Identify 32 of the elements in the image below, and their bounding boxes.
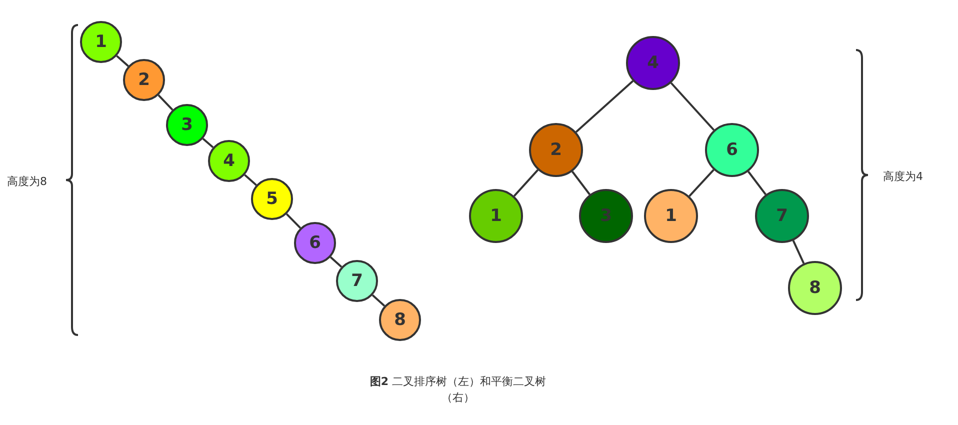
connector-line <box>670 82 715 131</box>
height-label: 高度为8 <box>7 174 47 189</box>
tree-node-circle: 6 <box>294 222 336 264</box>
tree-node-circle: 2 <box>529 123 583 177</box>
connector-line <box>330 256 342 268</box>
tree-node-circle: 4 <box>626 36 680 90</box>
tree-node-circle: 4 <box>208 140 250 182</box>
tree-node-circle: 3 <box>166 104 208 146</box>
tree-node-circle: 1 <box>644 189 698 243</box>
connector-line <box>748 170 766 196</box>
connector-line <box>792 240 805 264</box>
tree-node-circle: 8 <box>788 261 842 315</box>
connector-line <box>572 170 590 196</box>
tree-node-circle: 7 <box>755 189 809 243</box>
tree-node-circle: 1 <box>469 189 523 243</box>
connector-line <box>244 174 257 186</box>
connector-line <box>513 169 539 197</box>
height-label: 高度为4 <box>883 169 923 184</box>
connector-line <box>688 169 714 197</box>
tree-node-circle: 8 <box>379 299 421 341</box>
tree-node-circle: 5 <box>251 178 293 220</box>
connector-line <box>575 80 634 133</box>
tree-node-circle: 7 <box>336 260 378 302</box>
connector-line <box>158 94 174 110</box>
connector-line <box>372 294 386 307</box>
connector-line <box>202 138 214 148</box>
tree-node-circle: 6 <box>705 123 759 177</box>
connector-line <box>116 55 129 67</box>
tree-node-circle: 2 <box>123 59 165 101</box>
connector-line <box>286 213 302 229</box>
tree-node-circle: 1 <box>80 21 122 63</box>
figure-caption: 图2 二叉排序树（左）和平衡二叉树（右） <box>368 374 548 406</box>
